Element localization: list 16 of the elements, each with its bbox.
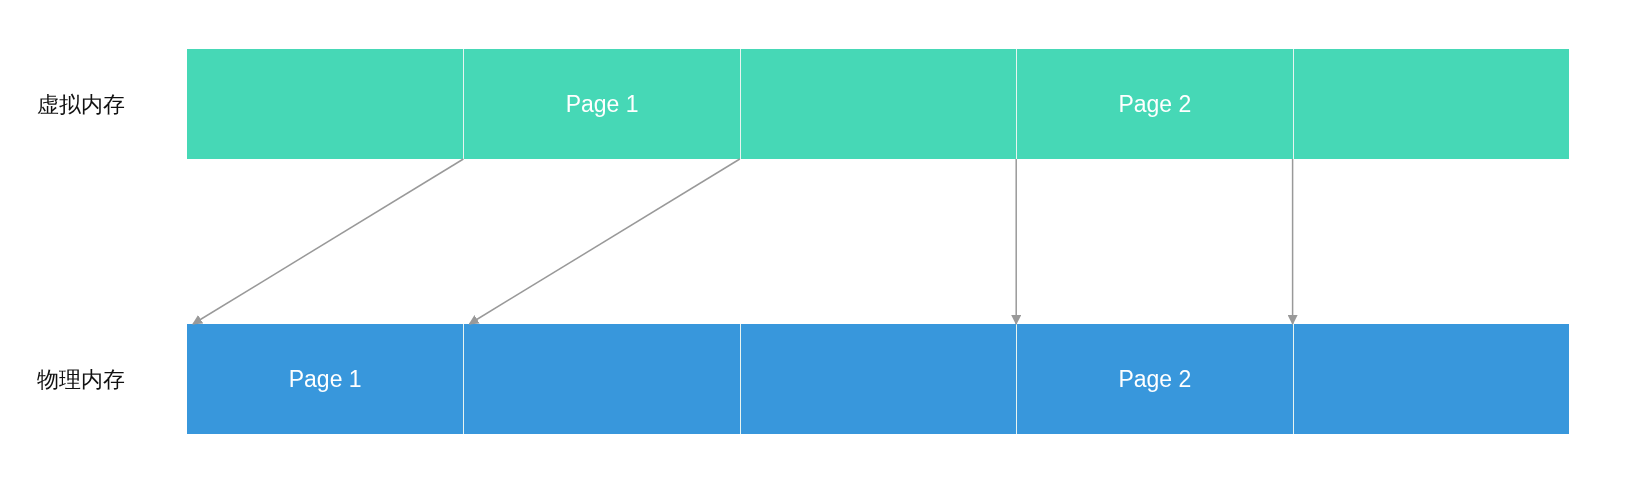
arrow — [1011, 158, 1022, 325]
memory-cell — [187, 49, 464, 159]
arrow — [192, 158, 465, 325]
row-label: 虚拟内存 — [37, 91, 125, 119]
memory-cell — [463, 324, 740, 434]
page-cell: Page 2 — [1016, 49, 1293, 159]
arrow — [1287, 158, 1298, 325]
memory-cell — [1292, 324, 1569, 434]
memory-cell — [739, 49, 1017, 159]
page-cell: Page 1 — [463, 49, 740, 159]
memory-cell — [1292, 49, 1569, 159]
row-label: 物理内存 — [37, 366, 125, 394]
page-cell: Page 2 — [1016, 324, 1293, 434]
memory-cell — [739, 324, 1017, 434]
page-cell: Page 1 — [187, 324, 464, 434]
arrow — [468, 158, 741, 325]
